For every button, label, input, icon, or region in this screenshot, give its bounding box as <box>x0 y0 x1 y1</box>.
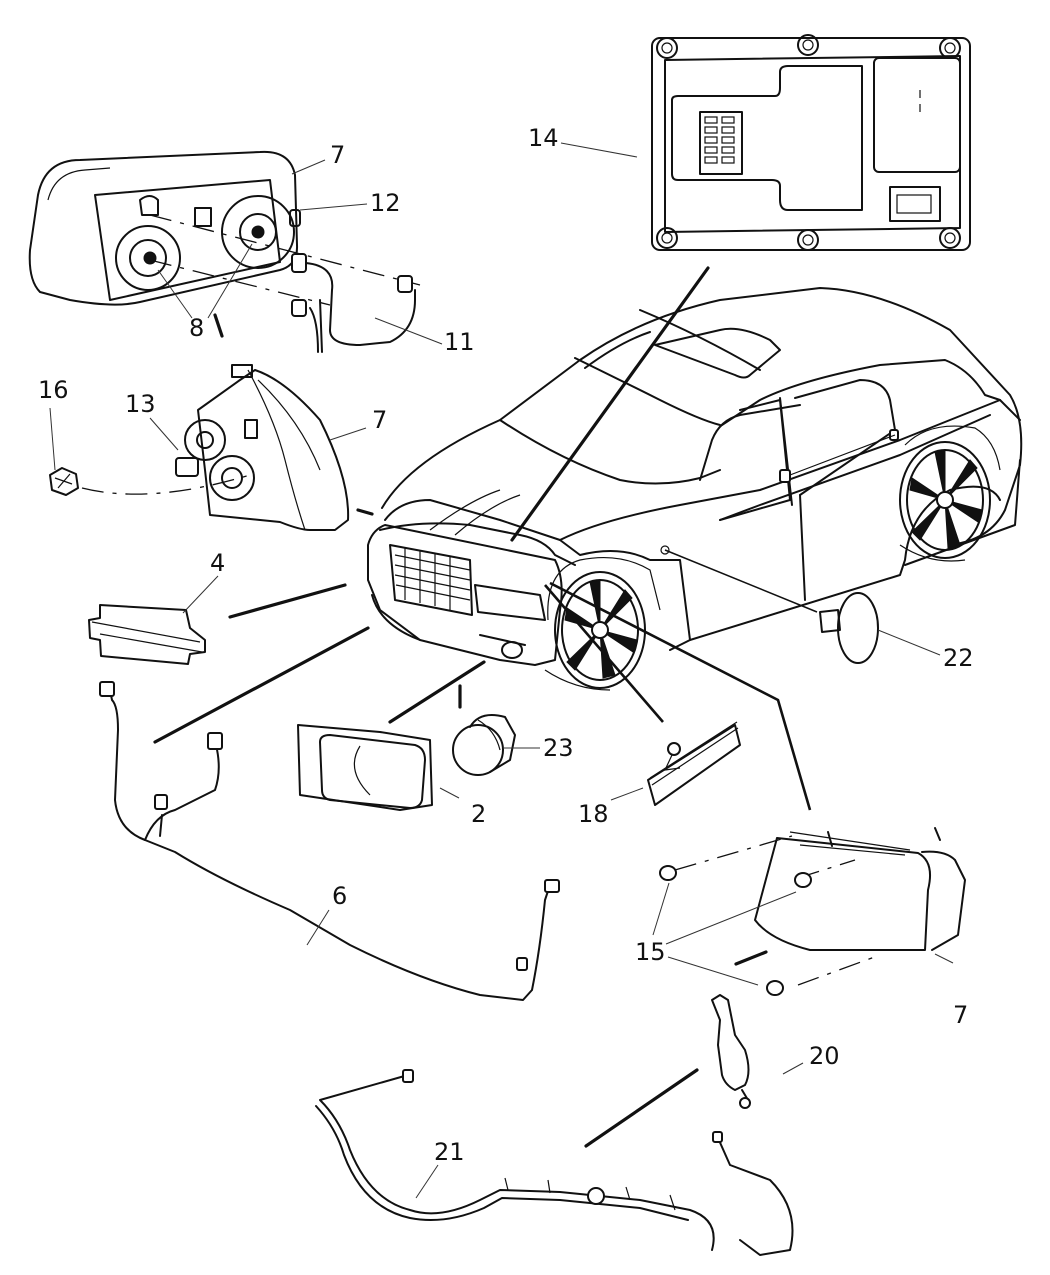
callout-16: 16 <box>38 376 69 404</box>
ballast-module <box>651 34 971 251</box>
callout-8: 8 <box>189 314 204 342</box>
callout-20: 20 <box>809 1042 840 1070</box>
callout-labels: 14 7 12 8 11 16 13 7 4 22 23 2 18 6 15 7… <box>38 124 974 1166</box>
side-marker-lamp <box>647 721 741 806</box>
washer-hose <box>315 1069 794 1256</box>
side-repeater-lamp <box>819 592 879 664</box>
fog-lamp-bezel <box>297 724 433 811</box>
callout-22: 22 <box>943 644 974 672</box>
headlamp-side-view <box>49 364 374 531</box>
leader-lines <box>49 142 954 1199</box>
callout-6: 6 <box>332 882 347 910</box>
callout-7-bottom: 7 <box>953 1001 968 1029</box>
headlamp-rear-view <box>28 150 421 353</box>
callout-18: 18 <box>578 800 609 828</box>
callout-7-top: 7 <box>330 141 345 169</box>
fog-lamp <box>452 714 516 776</box>
callout-15: 15 <box>635 938 666 966</box>
callout-21: 21 <box>434 1138 465 1166</box>
callout-2: 2 <box>471 800 486 828</box>
callout-7-mid: 7 <box>372 406 387 434</box>
vehicle-body <box>367 287 1023 691</box>
association-lines <box>153 266 818 1148</box>
washer-pump <box>711 994 751 1109</box>
fog-lamp-harness <box>99 681 560 1001</box>
callout-12: 12 <box>370 189 401 217</box>
callout-13: 13 <box>125 390 156 418</box>
headlamp-front-view <box>659 827 966 996</box>
turn-signal-lamp <box>88 604 206 665</box>
callout-4: 4 <box>210 549 225 577</box>
callout-23: 23 <box>543 734 574 762</box>
callout-11: 11 <box>444 328 475 356</box>
callout-14: 14 <box>528 124 559 152</box>
